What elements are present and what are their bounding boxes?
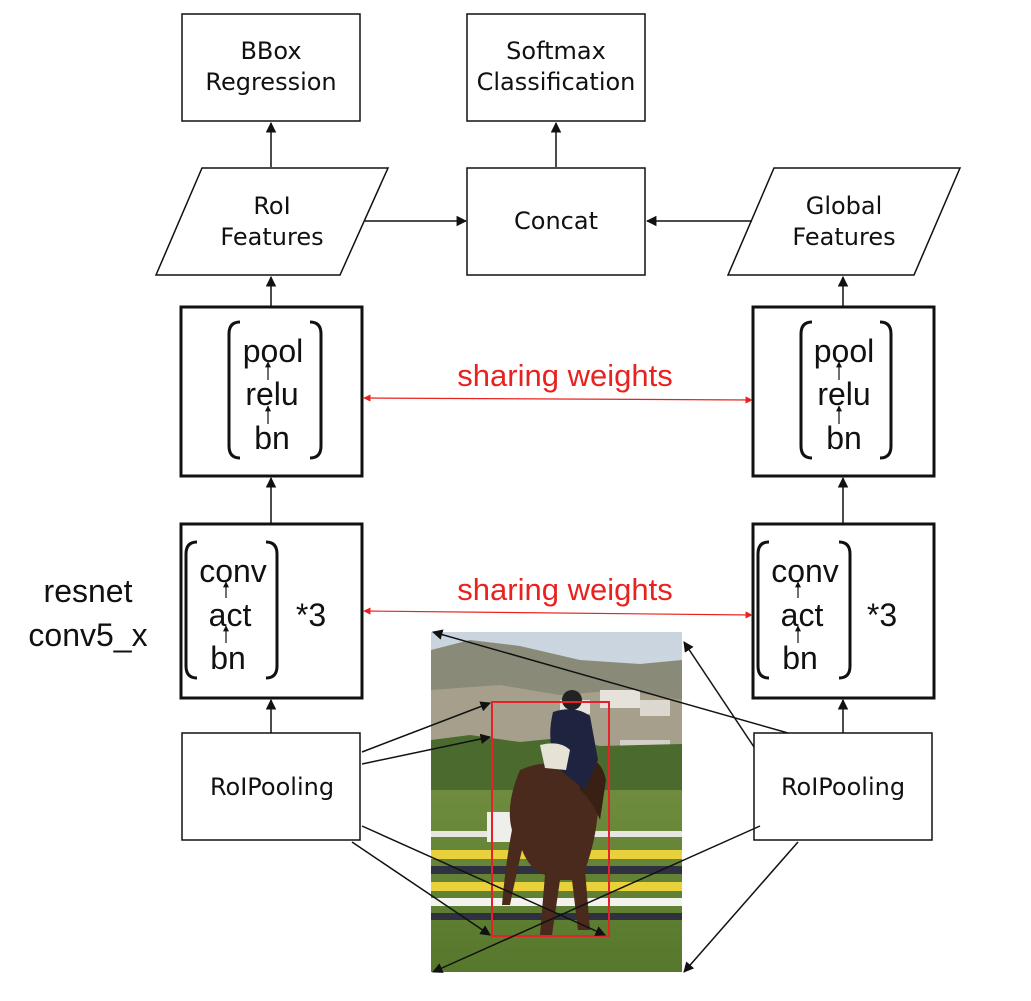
conv-left-conv: conv bbox=[199, 553, 267, 589]
conv-left-bn: bn bbox=[210, 640, 246, 676]
sharing-weights-bottom: sharing weights bbox=[363, 572, 753, 619]
roi-features-line2: Features bbox=[220, 223, 323, 251]
conv-right-act: act bbox=[781, 597, 824, 633]
softmax-label-line1: Softmax bbox=[506, 37, 606, 65]
head-left-pool: pool bbox=[243, 333, 304, 369]
bbox-label-line1: BBox bbox=[240, 37, 301, 65]
head-block-right: pool relu bn bbox=[751, 305, 936, 478]
softmax-label-line2: Classification bbox=[477, 68, 636, 96]
sharing-weights-bottom-label: sharing weights bbox=[457, 572, 672, 607]
conv-block-right: conv act bn *3 bbox=[751, 522, 936, 700]
head-block-left: pool relu bn bbox=[179, 305, 364, 478]
flow-arrows bbox=[265, 121, 849, 973]
roipooling-left-box: RoIPooling bbox=[181, 732, 361, 841]
conv-right-bn: bn bbox=[782, 640, 818, 676]
head-left-relu: relu bbox=[245, 376, 298, 412]
horse-jump-photo bbox=[431, 632, 682, 972]
global-features-node: Global Features bbox=[726, 167, 962, 276]
sharing-weights-top-label: sharing weights bbox=[457, 358, 672, 393]
roipooling-left-label: RoIPooling bbox=[210, 773, 334, 801]
roipooling-right-box: RoIPooling bbox=[753, 732, 933, 841]
repeat-left-label: *3 bbox=[296, 597, 326, 633]
softmax-classification-box: Softmax Classification bbox=[466, 13, 646, 122]
sharing-weights-top: sharing weights bbox=[363, 358, 753, 404]
conv-right-conv: conv bbox=[771, 553, 839, 589]
concat-label: Concat bbox=[514, 207, 598, 235]
head-left-bn: bn bbox=[254, 420, 290, 456]
bbox-label-line2: Regression bbox=[205, 68, 336, 96]
conv-block-left: conv act bn *3 bbox=[179, 522, 364, 700]
resnet-label-line2: conv5_x bbox=[28, 617, 147, 653]
roi-features-line1: RoI bbox=[253, 192, 290, 220]
global-features-line2: Features bbox=[792, 223, 895, 251]
repeat-right-label: *3 bbox=[867, 597, 897, 633]
head-right-bn: bn bbox=[826, 420, 862, 456]
global-features-line1: Global bbox=[806, 192, 883, 220]
resnet-label-line1: resnet bbox=[44, 573, 133, 609]
roipooling-right-label: RoIPooling bbox=[781, 773, 905, 801]
head-right-pool: pool bbox=[814, 333, 875, 369]
head-right-relu: relu bbox=[817, 376, 870, 412]
conv-left-act: act bbox=[209, 597, 252, 633]
bbox-regression-box: BBox Regression bbox=[181, 13, 361, 122]
roi-features-node: RoI Features bbox=[154, 167, 390, 276]
concat-box: Concat bbox=[466, 167, 646, 276]
